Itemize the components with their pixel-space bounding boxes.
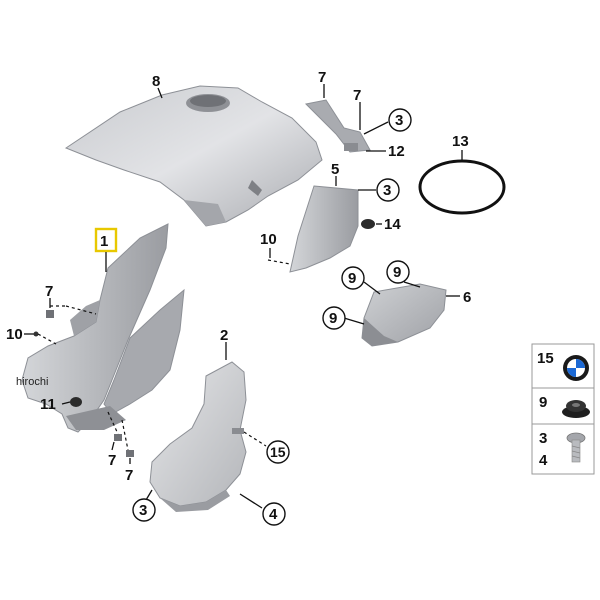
part-6-side-cover (361, 283, 447, 347)
callout-5: 5 (331, 161, 339, 178)
leader-3a (363, 121, 389, 135)
callout-9b: 9 (393, 264, 401, 281)
watermark-text: hirochi (16, 376, 49, 388)
part-13-seal-ring (418, 159, 506, 215)
leader-9c (343, 317, 365, 325)
leader-8 (157, 87, 163, 99)
callout-7a: 7 (318, 69, 326, 86)
callout-2: 2 (220, 327, 228, 344)
callout-3b: 3 (383, 182, 391, 199)
part-7-clip-c (126, 450, 134, 457)
legend-item-15: 15 (537, 350, 554, 367)
callout-7d: 7 (108, 452, 116, 469)
leader-3c (145, 489, 153, 501)
callout-10a: 10 (260, 231, 277, 248)
callout-10b: 10 (6, 326, 23, 343)
leader-9b (403, 281, 421, 288)
part-7-clip-b (114, 434, 122, 441)
leader-9a (363, 281, 381, 295)
leader-11 (61, 401, 71, 405)
screw-icon (566, 432, 586, 463)
callout-6: 6 (463, 289, 471, 306)
legend-item-9: 9 (539, 394, 547, 411)
bmw-badge-icon (563, 355, 589, 381)
callout-7e: 7 (125, 467, 133, 484)
callout-3a: 3 (395, 112, 403, 129)
callout-3c: 3 (139, 502, 147, 519)
callout-1: 1 (100, 233, 108, 250)
callout-3b-circle (376, 178, 400, 202)
legend-item-3: 3 (539, 430, 547, 447)
callout-15: 15 (270, 444, 286, 460)
callout-1-highlight (94, 227, 118, 253)
callout-11: 11 (40, 396, 56, 413)
callout-9b-circle (386, 260, 410, 284)
callout-8: 8 (152, 73, 160, 90)
callout-13: 13 (452, 133, 469, 150)
legend-item-4: 4 (539, 452, 548, 469)
callout-14: 14 (384, 216, 401, 233)
part-14-grommet (361, 219, 375, 229)
grommet-icon (562, 400, 590, 418)
callout-4-circle (262, 502, 286, 526)
callout-9a-circle (341, 266, 365, 290)
callout-9c: 9 (329, 310, 337, 327)
callout-7b: 7 (353, 87, 361, 104)
part-5-inner-panel (289, 185, 359, 273)
callout-9c-circle (322, 306, 346, 330)
callout-7c: 7 (45, 283, 53, 300)
leader-4 (239, 493, 263, 509)
hardware-legend: 15 9 3 4 (531, 343, 595, 475)
callout-15-circle (266, 440, 290, 464)
part-2-lower-cover (149, 361, 247, 512)
part-12-bracket (304, 99, 371, 153)
callout-9a: 9 (348, 270, 356, 287)
callout-4: 4 (269, 506, 278, 523)
callout-3a-circle (388, 108, 412, 132)
part-11-grommet (70, 397, 82, 407)
leader-7d (111, 441, 115, 451)
callout-3c-circle (132, 498, 156, 522)
part-7-clip-a (46, 310, 54, 318)
callout-12: 12 (388, 143, 405, 160)
part-1-side-trim (21, 223, 185, 433)
part-8-tank-cover (64, 85, 323, 227)
